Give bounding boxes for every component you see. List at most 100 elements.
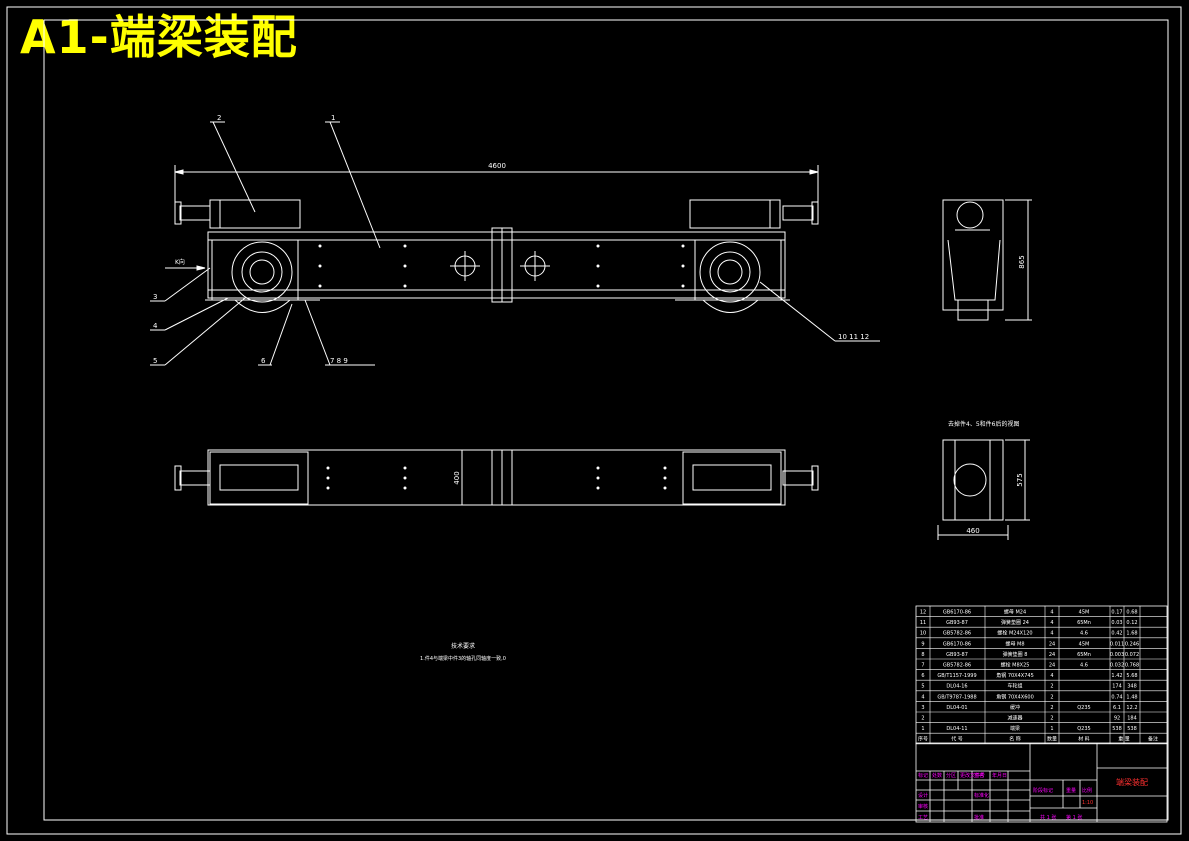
bom-cell-code: GB/T9787-1988	[937, 694, 976, 700]
bom-cell-total: 0.68	[1126, 610, 1137, 616]
bom-cell-no: 8	[921, 652, 924, 658]
front-view	[150, 121, 880, 366]
bom-cell-unit: 1.42	[1111, 673, 1122, 679]
tb-sheets: 共 1 张	[1040, 814, 1056, 821]
bom-cell-mat: 4.6	[1080, 663, 1088, 669]
bom-cell-code: GB/T1157-1999	[937, 673, 976, 679]
bom-cell-unit: 0.003	[1110, 652, 1124, 658]
bom-cell-qty: 1	[1050, 726, 1053, 732]
bom-cell-qty: 24	[1049, 663, 1055, 669]
side-view-top	[942, 199, 1032, 321]
balloon-3: 3	[153, 293, 157, 301]
bom-cell-unit: 0.42	[1111, 631, 1122, 637]
bom-header-name: 名 称	[1009, 736, 1021, 743]
bom-cell-mat: 45M	[1079, 641, 1090, 647]
tb-weight: 重量	[1066, 787, 1076, 794]
bom-cell-unit: 92	[1114, 716, 1120, 722]
side-width-dimension: 460	[966, 527, 979, 535]
tb-label-standard: 标准化	[974, 792, 989, 799]
bom-cell-code: GB93-87	[946, 652, 968, 658]
balloon-2: 2	[217, 114, 221, 122]
bom-cell-no: 12	[920, 610, 926, 616]
bom-cell-unit: 538	[1112, 726, 1122, 732]
balloon-5: 5	[153, 357, 157, 365]
plan-view	[174, 449, 819, 506]
bom-cell-name: 螺栓 M24X120	[997, 630, 1032, 637]
bom-cell-name: 缓冲	[1010, 704, 1020, 711]
bom-cell-mat: Q235	[1077, 705, 1090, 711]
balloon-6: 6	[261, 357, 266, 365]
bom-cell-qty: 2	[1050, 716, 1053, 722]
title-block	[915, 742, 1168, 823]
bom-cell-name: 角钢 70X4X600	[996, 693, 1034, 700]
bom-cell-code: GB6170-86	[943, 610, 971, 616]
tb-scale-value: 1:10	[1082, 800, 1093, 806]
bom-cell-name: 螺母 M8	[1005, 640, 1024, 647]
balloon-10-11-12: 10 11 12	[838, 333, 869, 341]
bom-cell-unit: 174	[1112, 684, 1122, 690]
height-dimension: 865	[1018, 255, 1026, 268]
bom-cell-total: 1.48	[1126, 694, 1137, 700]
bom-cell-name: 车轮组	[1007, 683, 1022, 690]
plan-bolt-pattern	[326, 466, 667, 490]
bom-cell-qty: 4	[1050, 631, 1053, 637]
outer-frame	[6, 6, 1182, 835]
drawing-title: A1-端梁装配	[20, 10, 298, 64]
bom-cell-no: 2	[921, 716, 924, 722]
bom-cell-qty: 4	[1050, 610, 1053, 616]
bom-cell-total: 12.2	[1126, 705, 1137, 711]
section-mark: K向	[175, 258, 185, 266]
bom-cell-qty: 4	[1050, 673, 1053, 679]
bom-cell-no: 4	[921, 694, 924, 700]
bom-cell-unit: 0.032	[1110, 663, 1124, 669]
bom-cell-mat: 65Mn	[1077, 620, 1091, 626]
bom-cell-code: GB5782-86	[943, 631, 971, 637]
bom-cell-name: 弹簧垫圈 8	[1003, 651, 1028, 658]
tb-scale: 比例	[1082, 787, 1092, 794]
bom-cell-total: 0.768	[1125, 663, 1139, 669]
tb-row-label: 处数	[932, 772, 942, 779]
tech-req-line: 1.件4与端梁中件3的轴孔同轴度一致,0	[420, 655, 506, 662]
bom-cell-unit: 0.011	[1110, 641, 1124, 647]
bom-cell-no: 3	[921, 705, 924, 711]
bom-cell-unit: 0.17	[1111, 610, 1122, 616]
drawing-name: 端梁装配	[1116, 777, 1148, 787]
tb-row-label: 年月日	[992, 772, 1007, 779]
balloon-1: 1	[331, 114, 335, 122]
bom-cell-total: 5.68	[1126, 673, 1137, 679]
bom-cell-mat: Q235	[1077, 726, 1090, 732]
inner-frame	[43, 19, 1169, 821]
bom-cell-total: 1.68	[1126, 631, 1137, 637]
title-block-row-labels: 标记处数分区更改文件号签名年月日	[918, 772, 1007, 779]
bom-cell-code: GB5782-86	[943, 663, 971, 669]
bom-cell-no: 6	[921, 673, 924, 679]
bom-cell-total: 0.246	[1125, 641, 1139, 647]
plan-width-dimension: 400	[453, 471, 461, 484]
bom-cell-unit: 0.03	[1111, 620, 1122, 626]
bom-cell-code: GB93-87	[946, 620, 968, 626]
bom-cell-qty: 24	[1049, 641, 1055, 647]
bom-cell-qty: 2	[1050, 705, 1053, 711]
bom-cell-code: DL04-01	[946, 705, 967, 711]
bom-cell-name: 端梁	[1010, 725, 1020, 732]
tb-sheet-no: 第 1 张	[1066, 814, 1082, 821]
tb-label-review: 审核	[918, 803, 928, 810]
balloon-4: 4	[153, 322, 158, 330]
bom-cell-no: 11	[920, 620, 926, 626]
bom-cell-mat: 65Mn	[1077, 652, 1091, 658]
bom-header-code: 代 号	[951, 736, 963, 743]
bom-cell-name: 角钢 70X4X745	[996, 672, 1034, 679]
tb-row-label: 标记	[918, 772, 928, 779]
bom-cell-name: 螺母 M24	[1004, 609, 1026, 616]
length-dimension: 4600	[488, 162, 506, 170]
bom-cell-mat: 45M	[1079, 610, 1090, 616]
bom-header-weight2: 重 量	[1118, 736, 1130, 743]
tb-label-design: 设计	[918, 792, 928, 799]
bom-cell-unit: 6.1	[1113, 705, 1121, 711]
bom-cell-qty: 2	[1050, 694, 1053, 700]
bom-header-qty: 数量	[1047, 736, 1057, 743]
bom-header-no: 序号	[918, 736, 928, 743]
bom-cell-total: 348	[1127, 684, 1137, 690]
